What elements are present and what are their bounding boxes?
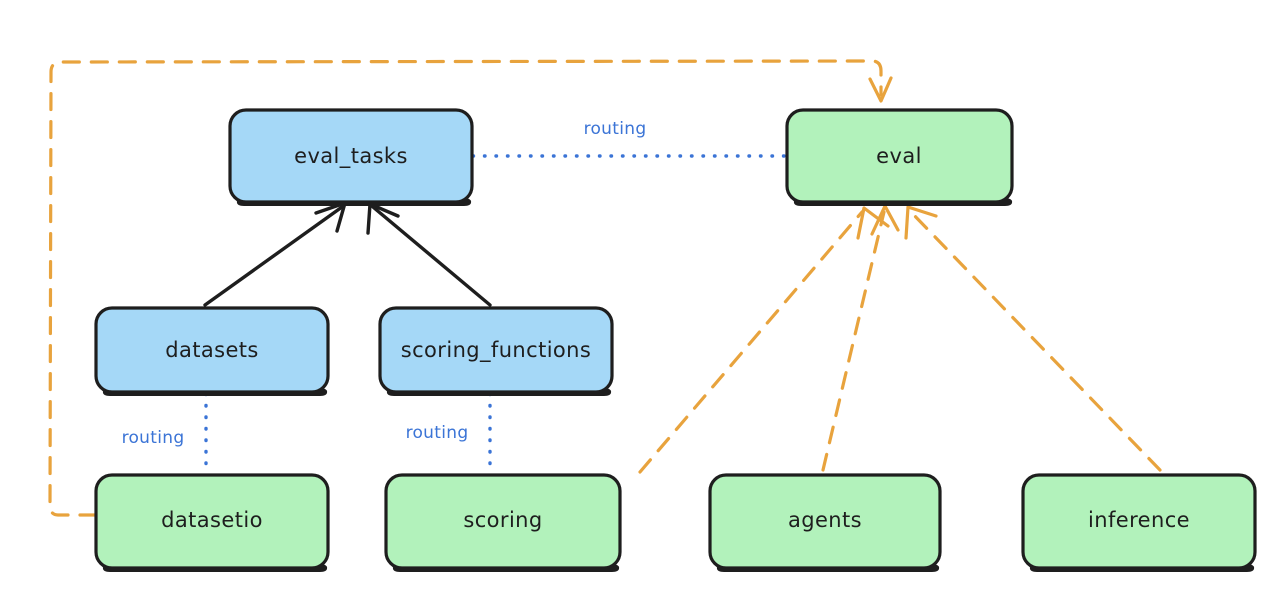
node-label-agents: agents xyxy=(788,508,862,532)
node-datasets[interactable]: datasets xyxy=(94,306,330,396)
node-eval[interactable]: eval xyxy=(785,108,1014,206)
node-label-datasets: datasets xyxy=(165,338,259,362)
node-label-scoring-functions: scoring_functions xyxy=(401,338,591,363)
edge-scoring-functions-to-eval-tasks xyxy=(366,202,492,307)
edge-agents-to-eval xyxy=(821,204,900,472)
node-eval-tasks[interactable]: eval_tasks xyxy=(228,108,474,206)
node-label-eval-tasks: eval_tasks xyxy=(294,144,408,169)
edge-datasets-to-eval-tasks xyxy=(203,201,347,307)
edge-label-routing-datasets-datasetio: routing xyxy=(122,428,185,448)
node-label-datasetio: datasetio xyxy=(161,508,263,532)
node-label-eval: eval xyxy=(876,144,922,168)
edge-label-routing-scoring-functions-scoring: routing xyxy=(406,423,469,443)
edge-label-routing-eval-tasks-eval: routing xyxy=(584,119,647,139)
node-scoring-functions[interactable]: scoring_functions xyxy=(378,306,614,396)
node-inference[interactable]: inference xyxy=(1021,473,1257,572)
node-datasetio[interactable]: datasetio xyxy=(94,473,330,572)
edge-datasetio-to-eval xyxy=(48,59,893,517)
node-scoring[interactable]: scoring xyxy=(384,473,622,572)
node-label-scoring: scoring xyxy=(463,508,542,532)
node-label-inference: inference xyxy=(1088,508,1190,532)
edge-scoring-to-eval xyxy=(638,206,890,474)
edge-inference-to-eval xyxy=(904,205,1162,472)
node-agents[interactable]: agents xyxy=(708,473,942,572)
